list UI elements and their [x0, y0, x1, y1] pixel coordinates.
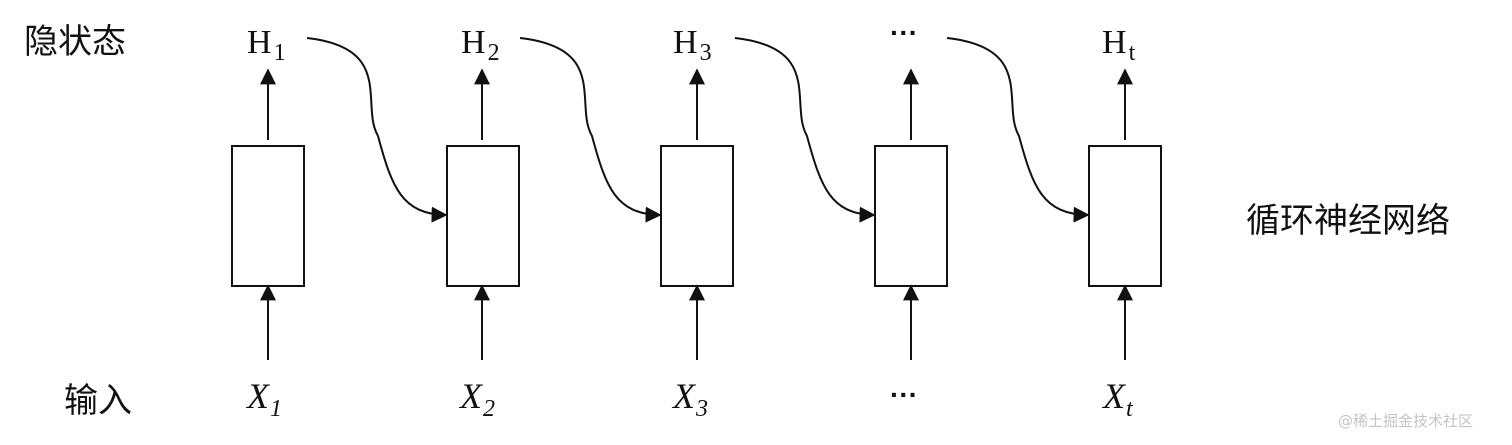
input-ellipsis: ··· — [890, 379, 918, 410]
input-label: Xt — [1101, 376, 1134, 422]
rnn-cell — [446, 145, 520, 287]
hidden-state-row-label: 隐状态 — [24, 22, 126, 62]
input-label: X1 — [245, 376, 282, 422]
rnn-cell — [231, 145, 305, 287]
time-step-3: H3 X3 — [660, 24, 734, 422]
input-row-label: 输入 — [64, 381, 132, 421]
input-label: X2 — [458, 376, 495, 422]
recurrent-arrow-ellipsis-to-t — [946, 37, 1090, 223]
rnn-cell — [660, 145, 734, 287]
hidden-state-label: H3 — [673, 24, 712, 66]
watermark: @稀土掘金技术社区 — [1338, 412, 1473, 430]
time-step-ellipsis: ··· ··· — [874, 17, 948, 410]
hidden-state-label: H2 — [461, 24, 500, 66]
hidden-state-label: Ht — [1102, 24, 1136, 66]
time-step-2: H2 X2 — [446, 24, 520, 422]
recurrent-arrow-2-to-3 — [519, 37, 662, 223]
rnn-cell — [874, 145, 948, 287]
time-step-t: Ht Xt — [1088, 24, 1162, 422]
network-name-label: 循环神经网络 — [1246, 201, 1450, 241]
recurrent-arrow-1-to-2 — [306, 37, 448, 223]
recurrent-arrow-3-to-ellipsis — [734, 37, 876, 223]
rnn-cell — [1088, 145, 1162, 287]
hidden-state-label: H1 — [247, 24, 286, 66]
hidden-state-ellipsis: ··· — [890, 17, 918, 48]
input-label: X3 — [671, 376, 708, 422]
time-step-1: H1 X1 — [231, 24, 305, 422]
